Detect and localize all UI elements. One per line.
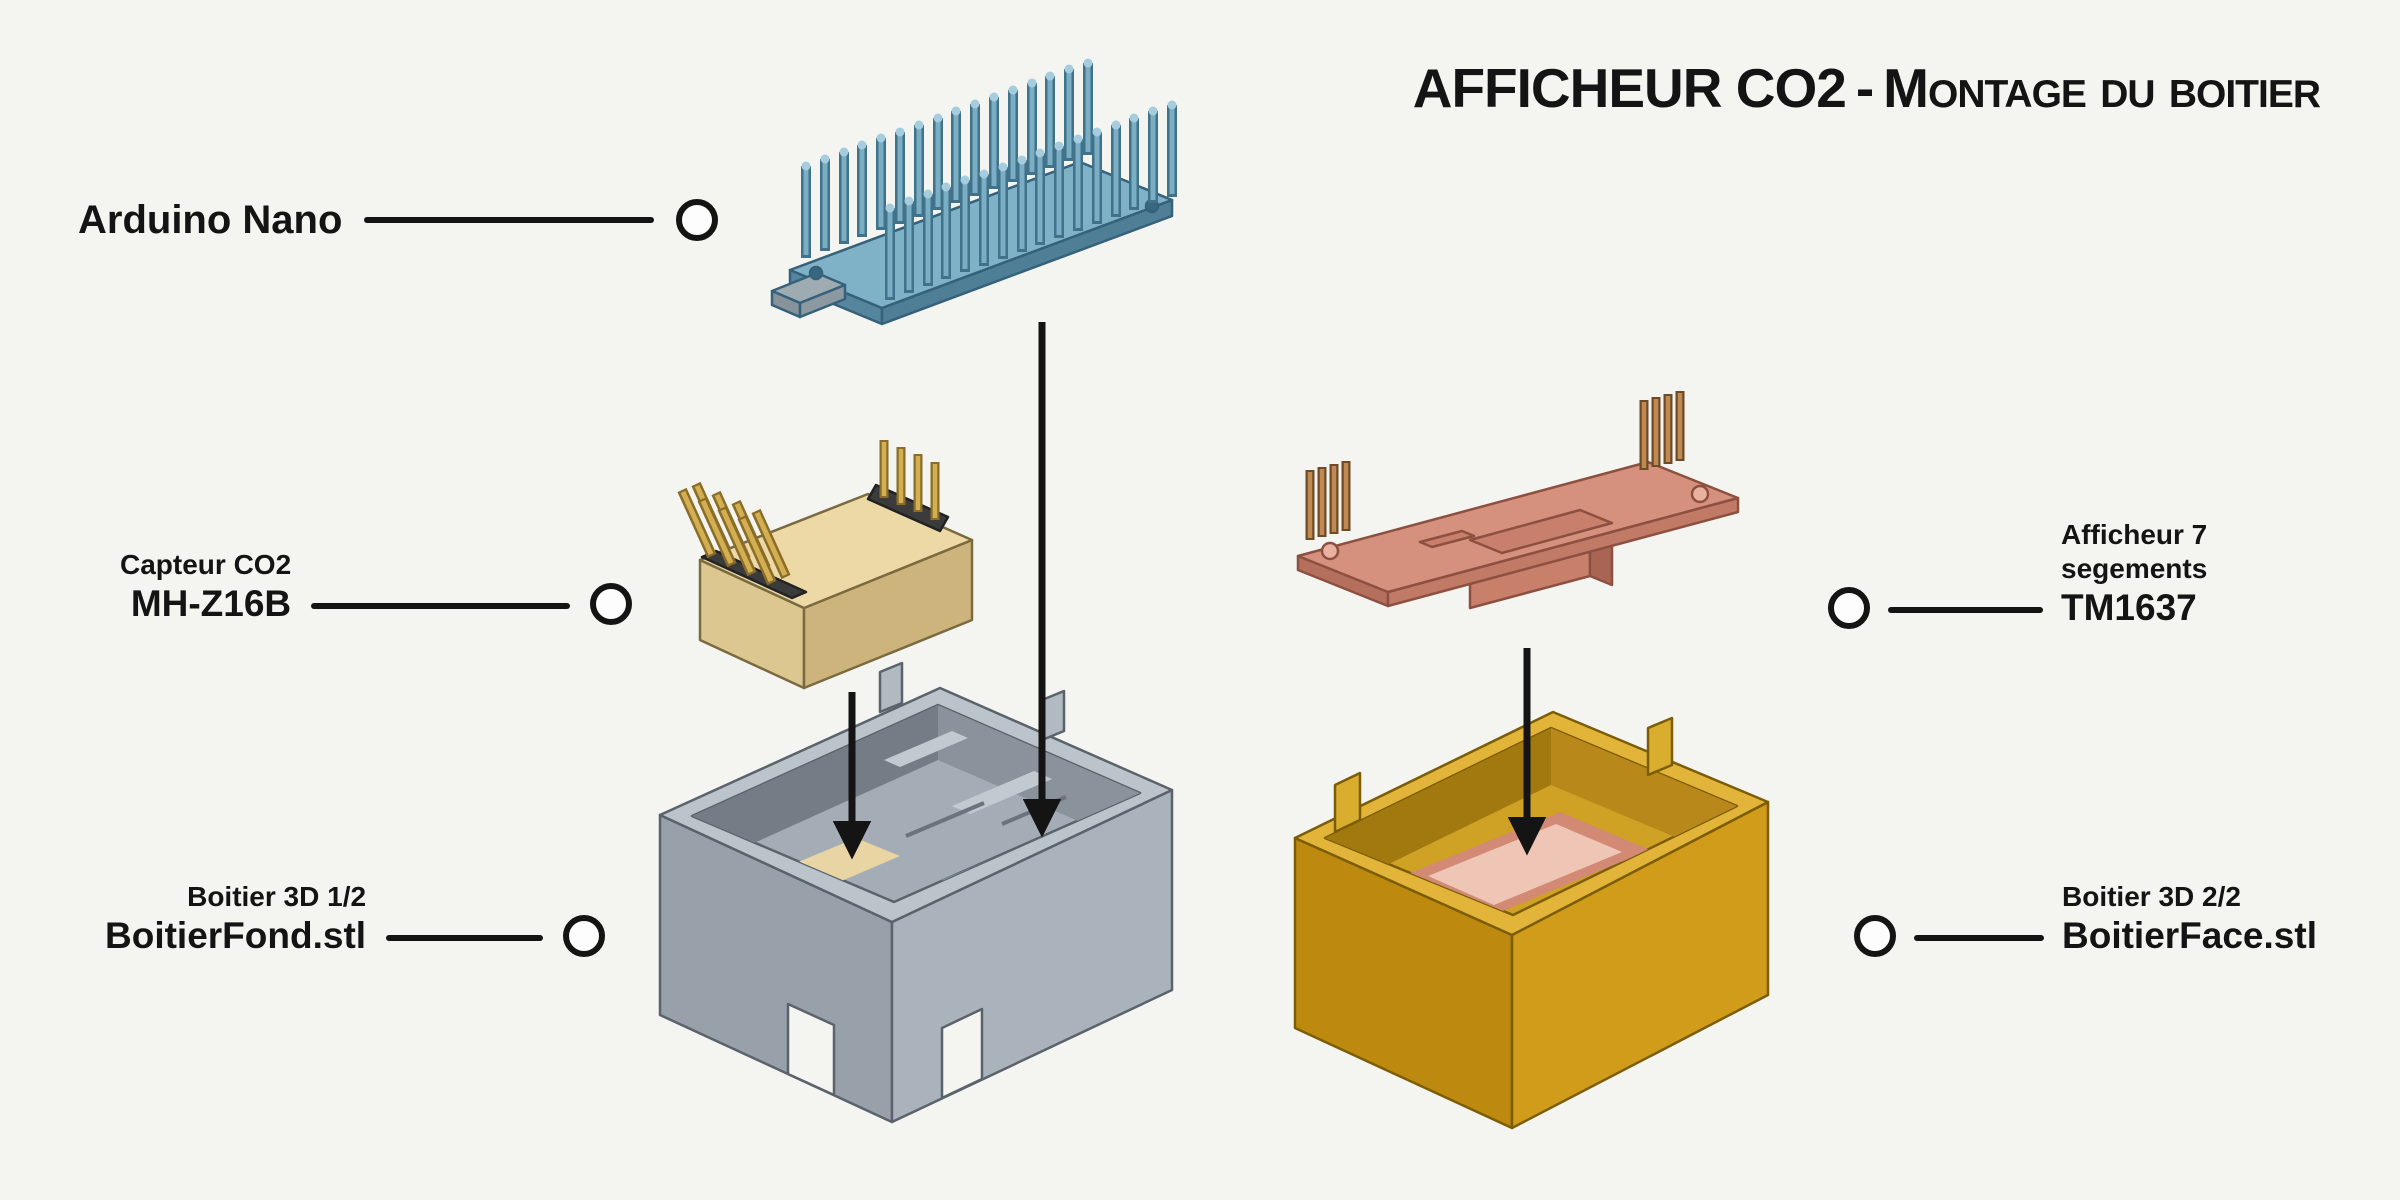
display-chip [1418, 529, 1476, 549]
callout-afficheur-text: Afficheur 7 segements TM1637 [2061, 518, 2207, 630]
display-window [1428, 824, 1622, 905]
callout-afficheur: Afficheur 7 segements TM1637 [1828, 518, 2308, 630]
callout-boitier-fond-title: BoitierFond.stl [105, 915, 367, 956]
callout-afficheur-subtitle2: segements [2061, 553, 2208, 584]
callout-arduino-text: Arduino Nano [78, 196, 342, 244]
display-module [1468, 508, 1614, 555]
case-notch [786, 1002, 836, 1097]
callout-boitier-fond-subtitle: Boitier 3D 1/2 [187, 881, 367, 912]
arduino-nano-3d [770, 59, 1177, 326]
callout-afficheur-dot [1828, 587, 1870, 629]
display-right-pins [1644, 391, 1680, 470]
display-left-pins [1310, 461, 1346, 540]
case-face-3d [1293, 710, 1770, 1130]
case-clip [1333, 771, 1362, 834]
assembly-arrows [832, 322, 1547, 860]
diagram-title: AFFICHEUR CO2-Montage du boitier [1412, 56, 2321, 120]
usb-connector [798, 283, 847, 319]
callout-arduino: Arduino Nano [78, 196, 718, 244]
callout-capteur-dot [590, 583, 632, 625]
callout-boitier-fond: Boitier 3D 1/2 BoitierFond.stl [105, 880, 605, 958]
mounting-hole [808, 265, 824, 281]
callout-afficheur-title: TM1637 [2061, 587, 2197, 628]
callout-afficheur-line [1888, 607, 2043, 613]
callout-afficheur-subtitle1: Afficheur 7 [2061, 519, 2208, 550]
callout-boitier-face-dot [1854, 915, 1896, 957]
callout-boitier-face-line [1914, 935, 2044, 941]
callout-arduino-dot [676, 199, 718, 241]
diagram-title-separator: - [1855, 57, 1874, 119]
callout-boitier-face: Boitier 3D 2/2 BoitierFace.stl [1854, 880, 2354, 958]
case-clip [1646, 716, 1674, 777]
co2-sensor-3d [682, 440, 974, 690]
callout-boitier-face-title: BoitierFace.stl [2062, 915, 2317, 956]
callout-boitier-face-text: Boitier 3D 2/2 BoitierFace.stl [2062, 880, 2317, 958]
callout-arduino-line [364, 217, 654, 223]
tm1637-display-3d [1296, 391, 1740, 610]
case-notch [940, 1007, 984, 1100]
mounting-hole [1690, 484, 1710, 504]
mounting-hole [1320, 541, 1340, 561]
callout-capteur-title: MH-Z16B [130, 583, 292, 624]
callout-capteur-text: Capteur CO2 MH-Z16B [120, 548, 291, 626]
diagram-title-sub: Montage du boitier [1883, 57, 2321, 119]
callout-boitier-fond-line [386, 935, 543, 941]
callout-boitier-face-subtitle: Boitier 3D 2/2 [2062, 881, 2241, 912]
callout-arduino-label: Arduino Nano [78, 198, 343, 242]
diagram-title-main: AFFICHEUR CO2 [1412, 57, 1847, 119]
callout-capteur-line [311, 603, 570, 609]
callout-capteur-subtitle: Capteur CO2 [120, 549, 292, 580]
callout-boitier-fond-dot [563, 915, 605, 957]
callout-capteur: Capteur CO2 MH-Z16B [120, 548, 632, 626]
callout-boitier-fond-text: Boitier 3D 1/2 BoitierFond.stl [105, 880, 366, 958]
case-bottom-3d [658, 661, 1174, 1124]
case-clip [878, 661, 904, 714]
